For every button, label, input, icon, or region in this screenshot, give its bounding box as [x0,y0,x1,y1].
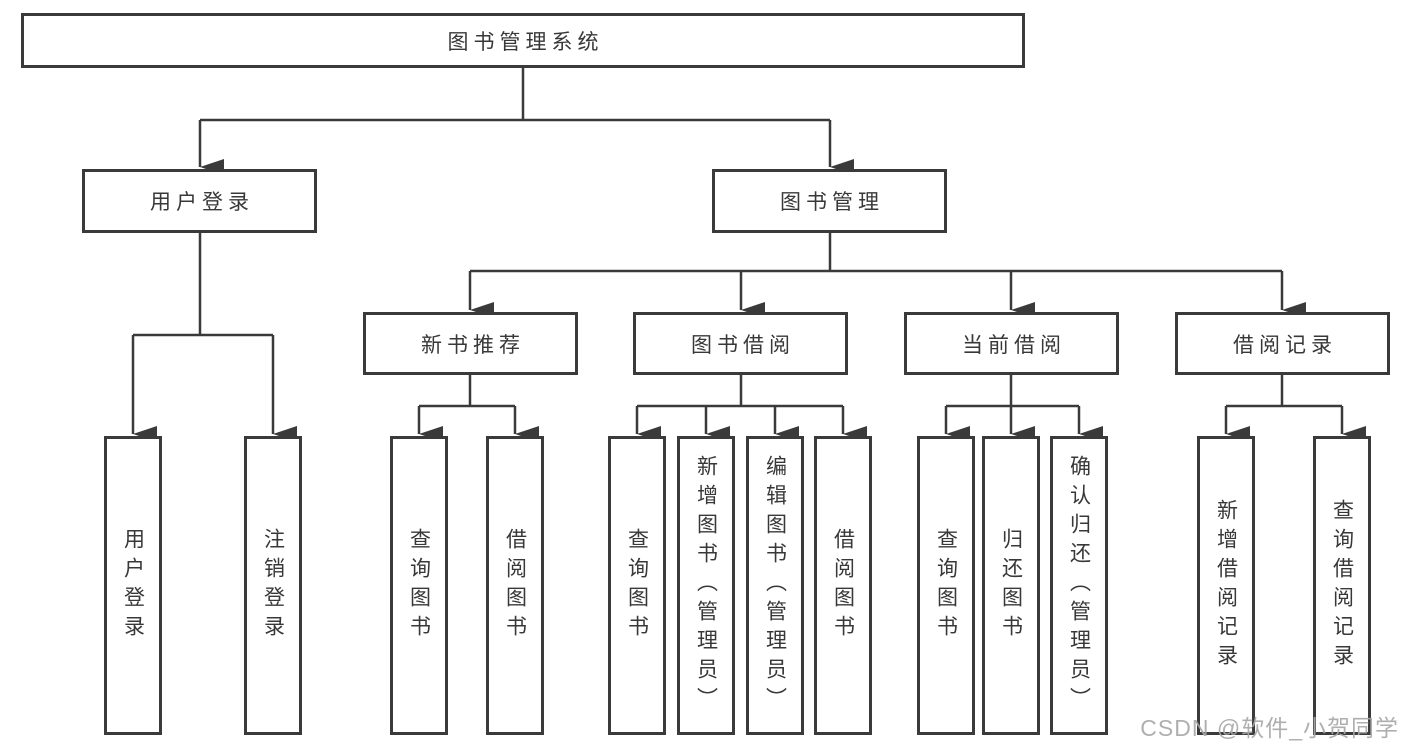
leaf-label: 查询图书 [625,527,649,644]
leaf-query-books-current: 查询图书 [917,436,975,735]
leaf-add-borrow-record: 新增借阅记录 [1197,436,1255,735]
leaf-label: 新增借阅记录 [1214,498,1238,673]
node-label: 图书管理系统 [447,30,604,54]
leaf-label: 借阅图书 [831,527,855,644]
node-label: 图书管理 [780,191,884,214]
node-label: 图书借阅 [691,333,795,357]
csdn-watermark: CSDN @软件_小贺同学 [1140,715,1399,741]
node-current-borrowing: 当前借阅 [904,312,1119,375]
leaf-label: 编辑图书（管理员） [763,455,787,716]
leaf-borrow-books-recommend: 借阅图书 [486,436,544,735]
leaf-label: 归还图书 [999,527,1023,644]
leaf-label: 查询图书 [934,527,958,644]
leaf-label: 注销登录 [261,527,285,644]
leaf-logout-login: 注销登录 [244,436,302,735]
leaf-query-borrow-record: 查询借阅记录 [1313,436,1371,735]
leaf-edit-books-admin: 编辑图书（管理员） [746,436,804,735]
node-library-management-system: 图书管理系统 [21,13,1025,68]
leaf-borrow-books: 借阅图书 [814,436,872,735]
leaf-confirm-return-admin: 确认归还（管理员） [1050,436,1108,735]
node-new-book-recommendation: 新书推荐 [363,312,578,375]
node-book-borrowing: 图书借阅 [633,312,848,375]
node-label: 用户登录 [150,191,254,214]
leaf-label: 新增图书（管理员） [694,455,718,716]
node-book-management: 图书管理 [712,169,947,233]
node-label: 新书推荐 [421,333,525,357]
node-label: 当前借阅 [962,333,1066,357]
node-borrowing-records: 借阅记录 [1175,312,1390,375]
leaf-query-books-borrowing: 查询图书 [608,436,666,735]
node-user-login: 用户登录 [82,169,317,233]
leaf-label: 确认归还（管理员） [1067,455,1091,716]
leaf-user-login: 用户登录 [104,436,162,735]
leaf-add-books-admin: 新增图书（管理员） [677,436,735,735]
leaf-label: 用户登录 [121,527,145,644]
leaf-label: 查询图书 [407,527,431,644]
node-label: 借阅记录 [1233,333,1337,357]
leaf-query-books-recommend: 查询图书 [390,436,448,735]
leaf-return-books: 归还图书 [982,436,1040,735]
leaf-label: 查询借阅记录 [1330,498,1354,673]
leaf-label: 借阅图书 [503,527,527,644]
